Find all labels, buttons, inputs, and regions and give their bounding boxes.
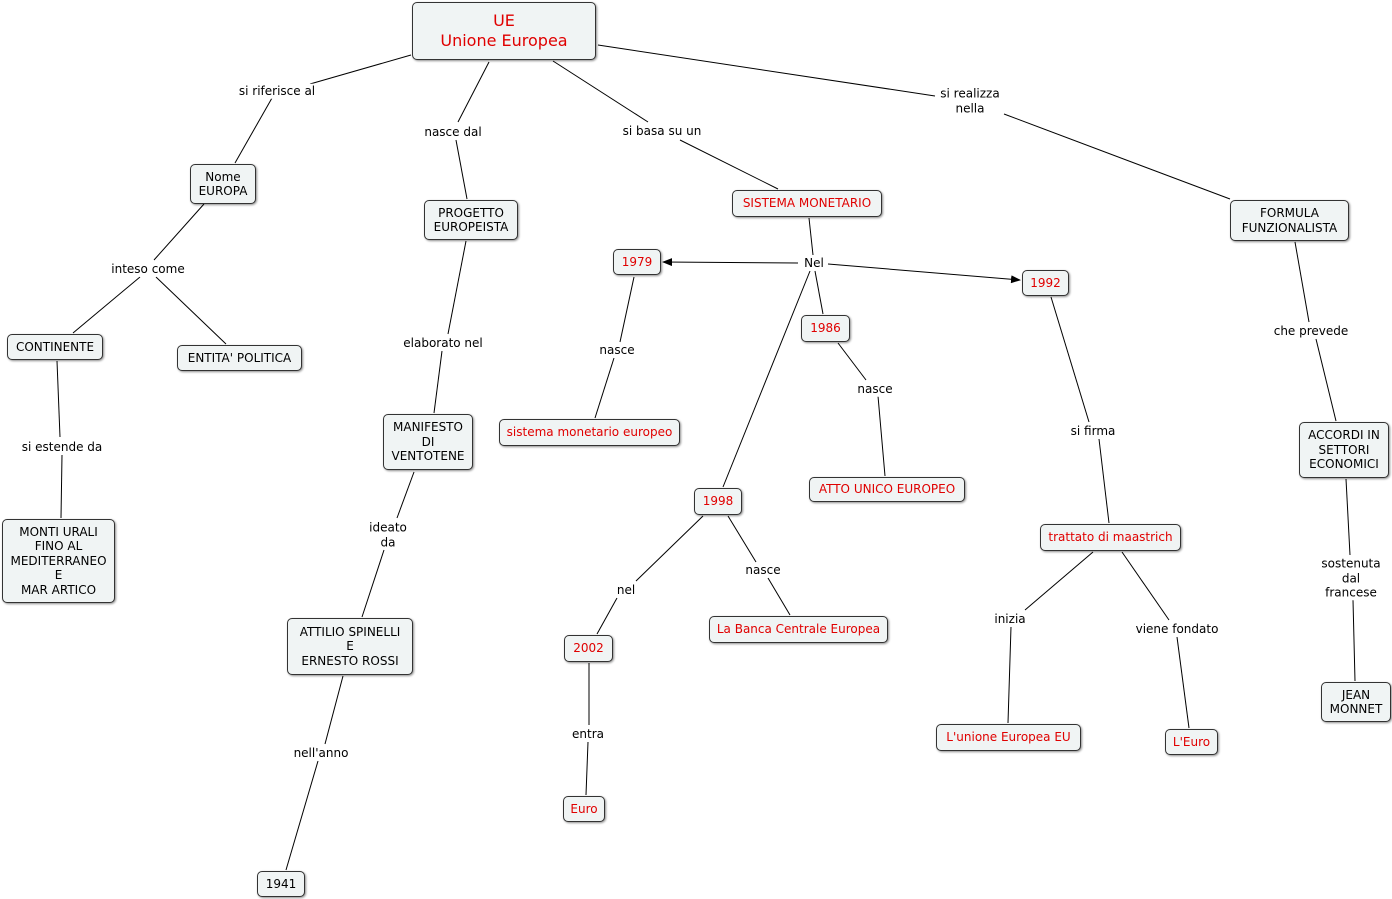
- link-label-che-prevede: che prevede: [1272, 323, 1350, 339]
- edge-inizia-unione: [1007, 626, 1012, 724]
- edge-1979-nasce: [619, 276, 635, 343]
- node-euro[interactable]: Euro: [563, 796, 605, 822]
- edge-entra-euro: [585, 741, 589, 796]
- link-label-nel-1998: nel: [615, 582, 637, 598]
- node-accordi-settori-economici[interactable]: ACCORDI IN SETTORI ECONOMICI: [1299, 422, 1389, 478]
- edge-ue-nasce-dal: [457, 61, 490, 123]
- edge-1986-nasce: [837, 342, 867, 381]
- link-label-nel-sistema: Nel: [803, 255, 825, 271]
- edge-si-realizza-formula: [1003, 113, 1231, 200]
- link-label-nasce-1979: nasce: [598, 342, 636, 358]
- edge-nel-1979: [662, 258, 799, 267]
- node-sistema-monetario[interactable]: SISTEMA MONETARIO: [732, 190, 882, 217]
- node-1998[interactable]: 1998: [694, 488, 742, 515]
- node-jean-monnet[interactable]: JEAN MONNET: [1321, 682, 1391, 722]
- node-monti-urali[interactable]: MONTI URALI FINO AL MEDITERRANEO E MAR A…: [2, 519, 115, 603]
- link-label-nasce-dal: nasce dal: [423, 124, 483, 140]
- node-1979[interactable]: 1979: [613, 249, 661, 275]
- edge-sistema-nel: [808, 217, 814, 256]
- link-label-sostenuta: sostenuta dal francese: [1320, 556, 1382, 600]
- link-label-si-basa: si basa su un: [621, 123, 703, 139]
- node-entita-politica[interactable]: ENTITA' POLITICA: [177, 345, 302, 371]
- node-trattato-maastrich[interactable]: trattato di maastrich: [1040, 524, 1181, 551]
- link-label-si-realizza: si realizza nella: [939, 86, 1001, 116]
- link-label-viene-fondato: viene fondato: [1134, 621, 1220, 637]
- edge-inteso-entita: [155, 276, 227, 345]
- node-1941[interactable]: 1941: [257, 871, 305, 897]
- node-1992[interactable]: 1992: [1022, 270, 1069, 296]
- edge-nasce-sme: [594, 357, 615, 419]
- edge-ideato-spinelli: [361, 549, 385, 618]
- node-nome-europa[interactable]: Nome EUROPA: [190, 164, 256, 204]
- node-1986[interactable]: 1986: [801, 315, 850, 342]
- link-label-nell-anno: nell'anno: [292, 745, 350, 761]
- edge-progetto-elaborato: [447, 240, 467, 335]
- node-formula-funzionalista[interactable]: FORMULA FUNZIONALISTA: [1230, 200, 1349, 241]
- node-banca-centrale-europea[interactable]: La Banca Centrale Europea: [709, 616, 888, 643]
- edge-continente-si-estende: [56, 360, 61, 438]
- edge-si-basa-sistema: [679, 139, 779, 190]
- link-label-inizia: inizia: [993, 611, 1027, 627]
- edge-accordi-sostenuta: [1345, 478, 1351, 556]
- edge-inteso-continente: [72, 276, 141, 334]
- edge-nasce-dal-progetto: [455, 139, 468, 200]
- edge-si-estende-monti: [60, 454, 63, 519]
- edge-si-riferisce-nome: [234, 97, 273, 164]
- edge-sostenuta-monnet: [1352, 599, 1356, 682]
- link-label-si-estende: si estende da: [20, 439, 104, 455]
- edge-elaborato-manifesto: [433, 350, 443, 414]
- edge-trattato-inizia: [1024, 551, 1094, 611]
- edge-ue-si-riferisce: [309, 54, 412, 85]
- node-2002[interactable]: 2002: [564, 635, 613, 662]
- edge-spinelli-nell-anno: [324, 675, 344, 745]
- edge-nel-1992: [827, 263, 1021, 284]
- edge-si-firma-trattato: [1098, 438, 1110, 524]
- node-manifesto-ventotene[interactable]: MANIFESTO DI VENTOTENE: [383, 414, 473, 470]
- node-sistema-monetario-europeo[interactable]: sistema monetario europeo: [499, 419, 680, 446]
- link-label-elaborato-nel: elaborato nel: [402, 335, 484, 351]
- edge-nell-anno-1941: [285, 760, 319, 871]
- link-label-ideato-da: ideato da: [368, 520, 408, 550]
- edge-1992-si-firma: [1050, 296, 1090, 423]
- edge-che-prevede-accordi: [1315, 338, 1337, 422]
- link-label-nasce-1998: nasce: [744, 562, 782, 578]
- edge-ue-si-realizza: [597, 44, 936, 97]
- node-leuro[interactable]: L'Euro: [1165, 729, 1218, 755]
- edge-ue-si-basa: [552, 60, 649, 123]
- link-label-si-firma: si firma: [1069, 423, 1117, 439]
- edge-nasce-atto: [877, 395, 886, 477]
- node-ue[interactable]: UE Unione Europea: [412, 2, 596, 60]
- node-progetto-europeista[interactable]: PROGETTO EUROPEISTA: [424, 200, 518, 240]
- node-continente[interactable]: CONTINENTE: [7, 334, 103, 360]
- edge-viene-leuro: [1176, 636, 1190, 729]
- edge-nel-1986: [814, 270, 824, 315]
- edge-1998-nel: [635, 515, 704, 582]
- edge-1998-nasce: [727, 515, 757, 563]
- edge-nel-1998: [722, 270, 811, 488]
- edge-manifesto-ideato: [396, 471, 415, 519]
- link-label-inteso-come: inteso come: [110, 261, 186, 277]
- edge-nome-inteso: [153, 203, 205, 261]
- link-label-entra: entra: [571, 726, 605, 742]
- node-atto-unico-europeo[interactable]: ATTO UNICO EUROPEO: [809, 477, 965, 502]
- link-label-si-riferisce: si riferisce al: [237, 83, 317, 99]
- edge-nel-2002: [596, 597, 618, 635]
- edge-formula-che-prevede: [1294, 241, 1310, 323]
- edge-nasce-bce: [767, 577, 791, 616]
- link-label-nasce-1986: nasce: [856, 381, 894, 397]
- node-spinelli-rossi[interactable]: ATTILIO SPINELLI E ERNESTO ROSSI: [287, 618, 413, 675]
- node-unione-europea-eu[interactable]: L'unione Europea EU: [936, 724, 1081, 751]
- edge-trattato-viene: [1121, 551, 1170, 621]
